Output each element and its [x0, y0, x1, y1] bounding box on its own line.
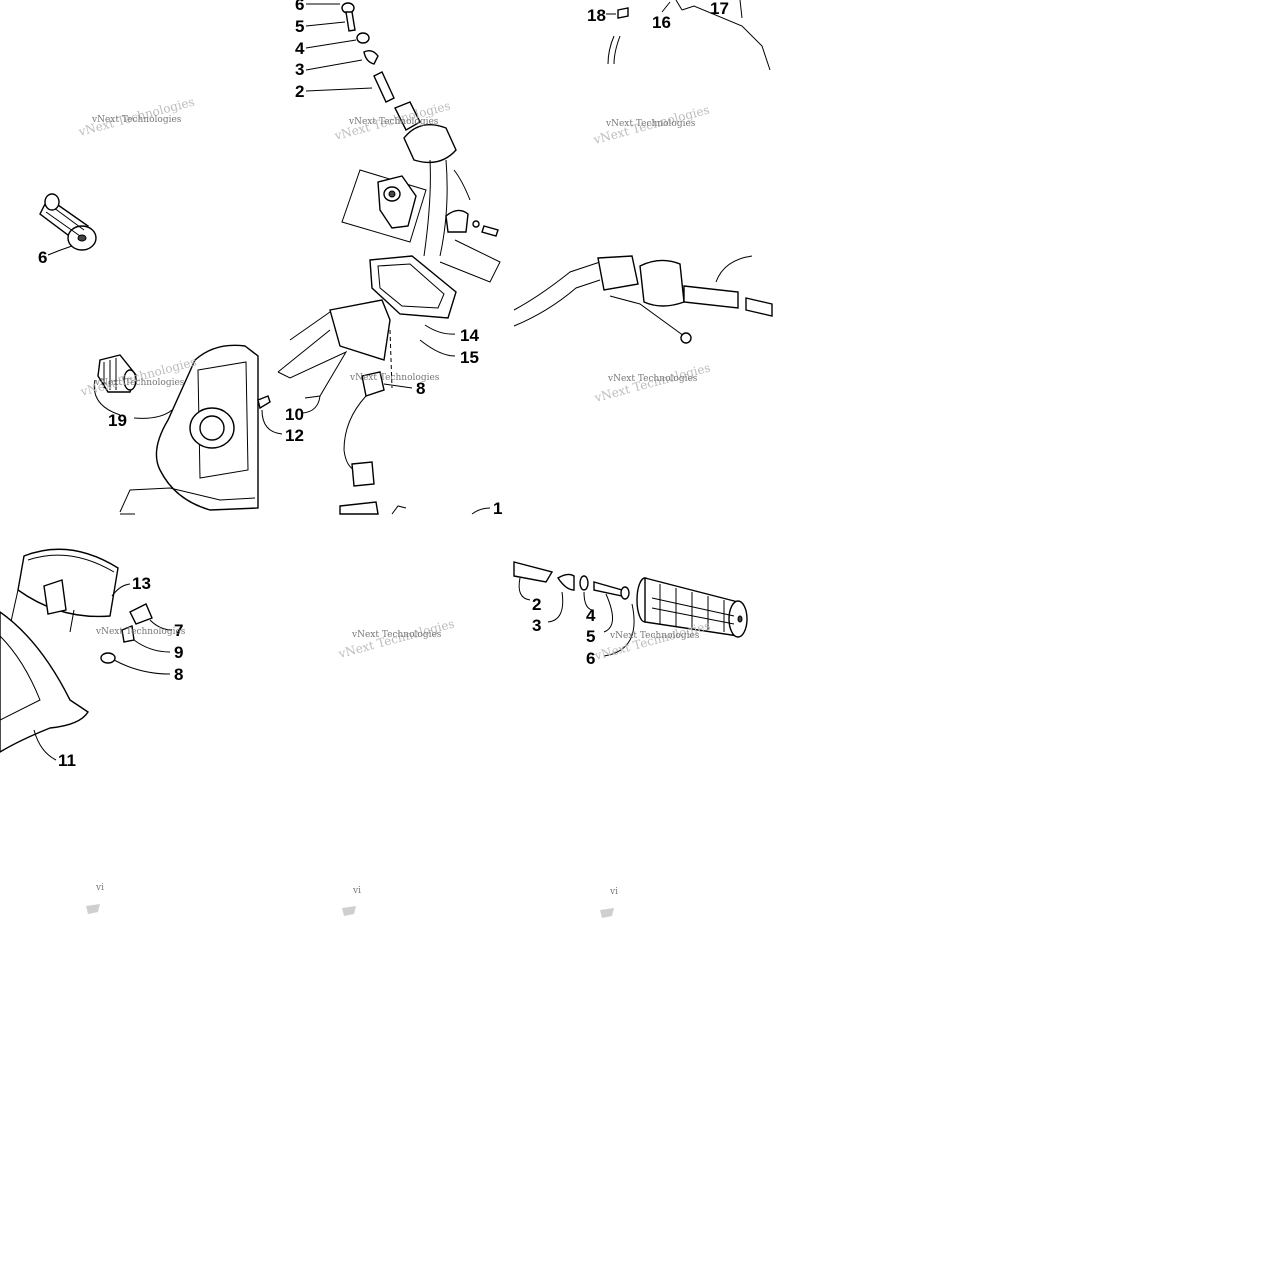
callout-7: 7: [174, 621, 183, 640]
svg-text:vNext Technologies: vNext Technologies: [351, 630, 442, 640]
callout-8-middle-left: 8: [174, 665, 183, 684]
watermark-9: vNext Technologies vNext Technologies: [592, 619, 712, 664]
callout-6-middle-right: 6: [586, 649, 595, 668]
washer-part-right: [579, 575, 589, 591]
callout-5-middle-right: 5: [586, 627, 595, 646]
callout-1: 1: [493, 499, 502, 518]
cable-part: [607, 7, 629, 65]
speedometer-part: [9, 548, 119, 633]
tile-top-left: 6 19 vNext Technologies vNext Technologi…: [38, 95, 259, 515]
svg-text:vNext Technologies: vNext Technologies: [94, 378, 185, 388]
speedometer-bracket-part: [277, 255, 457, 399]
plug-part: [363, 49, 379, 65]
screw-part: [257, 395, 271, 410]
plug-part-right: [557, 573, 575, 591]
tube-part-right: [513, 561, 554, 583]
watermark-5: vNext Technologies: [349, 373, 440, 383]
callout-12: 12: [285, 426, 304, 445]
connector-block-part: [339, 501, 379, 515]
svg-text:vNext Technologies: vNext Technologies: [349, 373, 440, 383]
callout-10: 10: [285, 405, 304, 424]
watermark-mark-1: [86, 904, 100, 914]
throttle-housing-part: [97, 354, 137, 393]
callout-8-top-center: 8: [416, 379, 425, 398]
svg-text:vNext Technologies: vNext Technologies: [609, 631, 700, 641]
tile-top-center: 6 5 4 3 2: [257, 0, 502, 518]
watermark-stub-3: vi: [609, 887, 618, 897]
watermark-6: vNext Technologies vNext Technologies: [592, 361, 712, 406]
tile-middle-right: 2 3 4 5 6 vNext Technologies vNext Techn…: [513, 561, 748, 668]
handlebar-part: [394, 101, 471, 257]
callout-6-top-center: 6: [295, 0, 304, 14]
svg-text:vNext Technologies: vNext Technologies: [605, 119, 696, 129]
watermark-8: vNext Technologies vNext Technologies: [336, 617, 456, 662]
callout-18: 18: [587, 6, 606, 25]
clamp-part: [445, 209, 499, 237]
tile-bottom-row: vi vi vi: [86, 883, 618, 918]
callout-4-top-center: 4: [295, 39, 305, 58]
tile-middle-center: vNext Technologies vNext Technologies: [336, 617, 456, 662]
watermark-mark-2: [342, 906, 356, 916]
svg-text:vNext Technologies: vNext Technologies: [91, 115, 182, 125]
tile-middle-left: 13 7 9 8 11 vNext Technologies: [0, 548, 186, 770]
brake-handlebar-part: [513, 255, 773, 344]
grommet-part: [100, 652, 116, 664]
tube-part: [373, 71, 395, 103]
watermark-1: vNext Technologies vNext Technologies: [76, 95, 196, 140]
grip-part: [39, 193, 97, 251]
watermark-stub-1: vi: [95, 883, 104, 893]
grip-part-right: [636, 577, 748, 638]
callout-19: 19: [108, 411, 127, 430]
callout-2-middle-right: 2: [532, 595, 541, 614]
wire-harness-part: [343, 371, 413, 487]
callout-9: 9: [174, 643, 183, 662]
tile-top-right: 18 16 17 vNext Technologies vNext Techno…: [513, 0, 773, 406]
steering-cover-part: [119, 344, 259, 515]
washer-part: [356, 32, 370, 44]
bulb-socket-part: [129, 603, 153, 625]
svg-text:vNext Technologies: vNext Technologies: [348, 117, 439, 127]
watermark-7: vNext Technologies: [95, 627, 186, 637]
bolt-part-right: [593, 581, 630, 600]
callout-17: 17: [710, 0, 729, 18]
callout-3-top-center: 3: [295, 60, 304, 79]
watermark-3: vNext Technologies vNext Technologies: [591, 103, 711, 148]
callout-5-top-center: 5: [295, 17, 304, 36]
callout-6-top-left: 6: [38, 248, 47, 267]
callout-14: 14: [460, 326, 479, 345]
svg-text:vNext Technologies: vNext Technologies: [607, 374, 698, 384]
callout-11: 11: [58, 751, 76, 770]
callout-3-middle-right: 3: [532, 616, 541, 635]
callout-13: 13: [132, 574, 151, 593]
watermark-mark-3: [600, 908, 614, 918]
callout-16: 16: [652, 13, 671, 32]
bolt-part: [341, 2, 356, 32]
ignition-switch-part: [341, 169, 427, 243]
callout-2-top-center: 2: [295, 82, 304, 101]
watermark-stub-2: vi: [352, 886, 361, 896]
cover-housing-part: [0, 611, 89, 753]
callout-15: 15: [460, 348, 479, 367]
callout-4-middle-right: 4: [586, 606, 596, 625]
svg-text:vNext Technologies: vNext Technologies: [95, 627, 186, 637]
